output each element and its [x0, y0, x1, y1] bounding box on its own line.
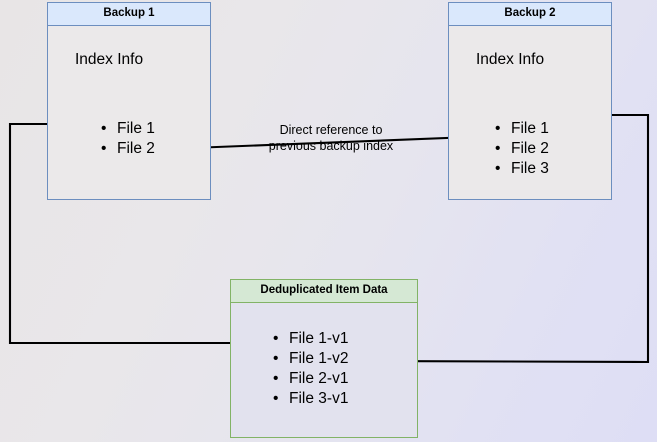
direct-reference-caption-line-1: Direct reference to	[279, 123, 383, 137]
list-item: File 1-v2	[273, 349, 348, 369]
deduplicated-item-data-body: File 1-v1 File 1-v2 File 2-v1 File 3-v1	[231, 303, 417, 436]
backup-1-file-list: File 1 File 2	[101, 119, 155, 159]
list-item: File 3	[495, 159, 549, 179]
dedup-file-list: File 1-v1 File 1-v2 File 2-v1 File 3-v1	[273, 329, 348, 409]
backup-1-index-info-label: Index Info	[75, 50, 144, 68]
backup-2-body: Index Info File 1 File 2 File 3	[449, 26, 611, 198]
direct-reference-caption: Direct reference to previous backup inde…	[248, 122, 414, 154]
list-item: File 1	[101, 119, 155, 139]
list-item: File 2-v1	[273, 369, 348, 389]
backup-2-header: Backup 2	[449, 3, 611, 26]
list-item: File 2	[495, 139, 549, 159]
backup-2-index-info-label: Index Info	[476, 50, 545, 68]
deduplicated-item-data-box[interactable]: Deduplicated Item Data File 1-v1 File 1-…	[230, 279, 418, 438]
direct-reference-caption-line-2: previous backup index	[268, 139, 394, 153]
list-item: File 2	[101, 139, 155, 159]
list-item: File 1	[495, 119, 549, 139]
backup-2-box[interactable]: Backup 2 Index Info File 1 File 2 File 3	[448, 2, 612, 200]
backup-2-file-list: File 1 File 2 File 3	[495, 119, 549, 179]
list-item: File 1-v1	[273, 329, 348, 349]
backup-1-box[interactable]: Backup 1 Index Info File 1 File 2	[47, 2, 211, 200]
list-item: File 3-v1	[273, 389, 348, 409]
backup-1-header: Backup 1	[48, 3, 210, 26]
backup-1-body: Index Info File 1 File 2	[48, 26, 210, 198]
deduplicated-item-data-header: Deduplicated Item Data	[231, 280, 417, 303]
